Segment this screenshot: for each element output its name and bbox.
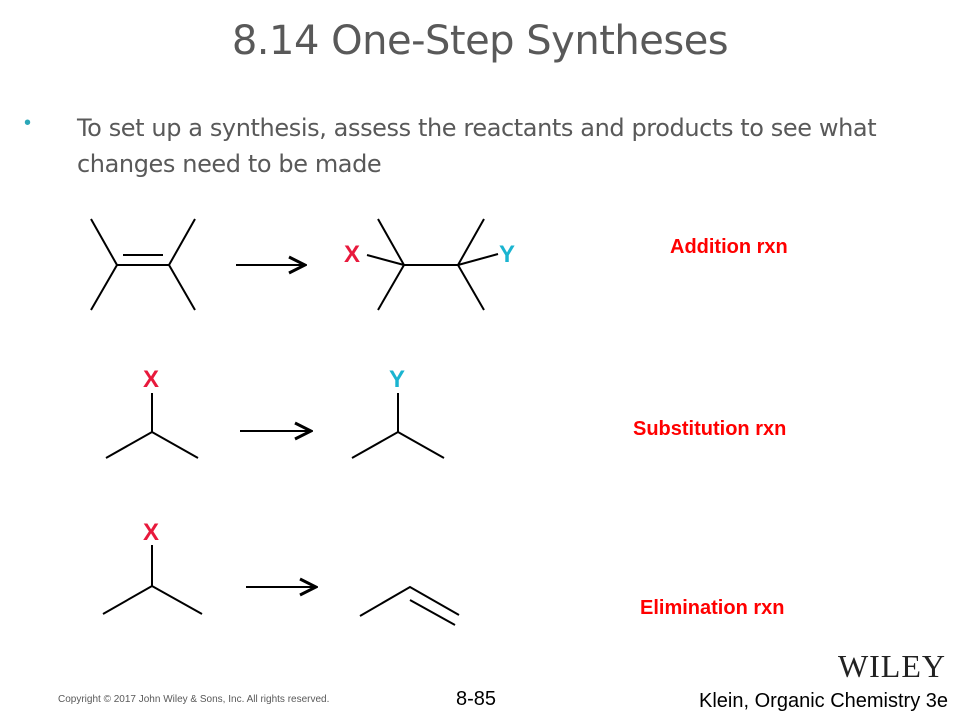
- addition-product: [366, 218, 499, 311]
- slide-title: 8.14 One-Step Syntheses: [231, 18, 729, 64]
- book-title: Klein, Organic Chemistry 3e: [699, 690, 948, 712]
- substitution-reactant: [105, 393, 199, 459]
- atom-y: Y: [389, 366, 405, 393]
- copyright: Copyright © 2017 John Wiley & Sons, Inc.…: [58, 694, 330, 705]
- elimination-reactant: [102, 545, 203, 615]
- atom-y: Y: [499, 241, 515, 268]
- alkene-reactant: [90, 218, 196, 311]
- bullet-text: To set up a synthesis, assess the reacta…: [77, 114, 877, 178]
- page-number: 8-85: [456, 688, 497, 710]
- atom-x: X: [143, 366, 159, 393]
- elimination-label: Elimination rxn: [640, 597, 785, 619]
- bullet-icon: •: [24, 112, 32, 134]
- elimination-product: [359, 585, 460, 626]
- atom-x: X: [143, 519, 159, 546]
- substitution-product: [351, 393, 445, 459]
- atom-x: X: [344, 241, 360, 268]
- substitution-label: Substitution rxn: [633, 418, 787, 440]
- wiley-logo: WILEY: [837, 648, 946, 684]
- addition-label: Addition rxn: [670, 236, 788, 258]
